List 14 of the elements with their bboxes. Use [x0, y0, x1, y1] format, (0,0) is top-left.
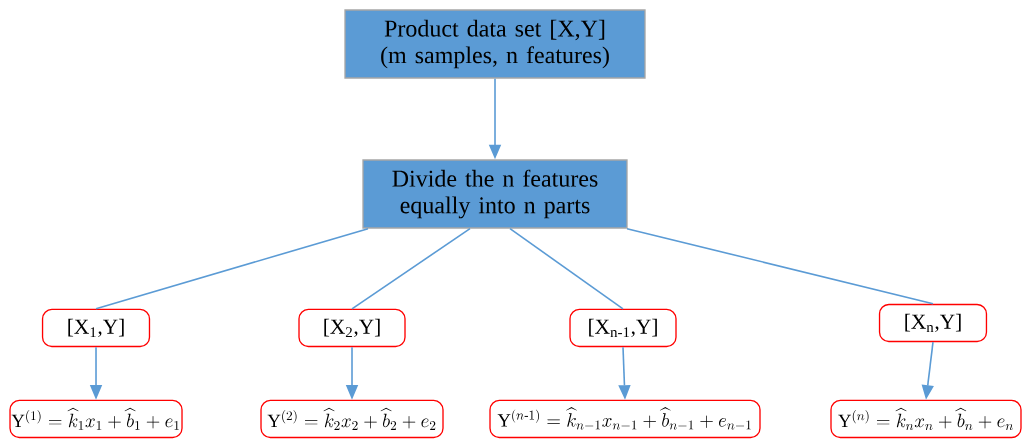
- data-box: [X$_{1}$,Y]: [41, 308, 151, 348]
- data-box: [X$_{2}$,Y]: [298, 308, 406, 348]
- process-box: Divide the n features equally into n parts: [362, 159, 628, 229]
- formula-box: $\mathrm{Y}^{(n)}=\widehat{k}_{n}x_{n}+\widehat{b}_{n}+e_{n}$: [830, 399, 1022, 439]
- data-box: [X$_{n-1}$,Y]: [569, 308, 677, 348]
- data-box: [X$_{n}$,Y]: [878, 303, 988, 343]
- connector-line: [95, 227, 369, 310]
- formula-box: $\mathrm{Y}^{(1)}=\widehat{k}_{1}x_{1}+\widehat{b}_{1}+e_{1}$: [9, 399, 183, 439]
- formula-box: $\mathrm{Y}^{(n\text{-}1)}=\widehat{k}_{n-1}x_{n-1}+\widehat{b}_{n-1}+e_{n-1}$: [489, 399, 761, 439]
- connector-line: [509, 227, 624, 310]
- formula-box: $\mathrm{Y}^{(2)}=\widehat{k}_{2}x_{2}+\widehat{b}_{2}+e_{2}$: [260, 399, 444, 439]
- connector-line: [626, 227, 934, 305]
- process-box: Product data set [X,Y] (m samples, n features): [344, 9, 646, 79]
- connector-line: [351, 227, 471, 310]
